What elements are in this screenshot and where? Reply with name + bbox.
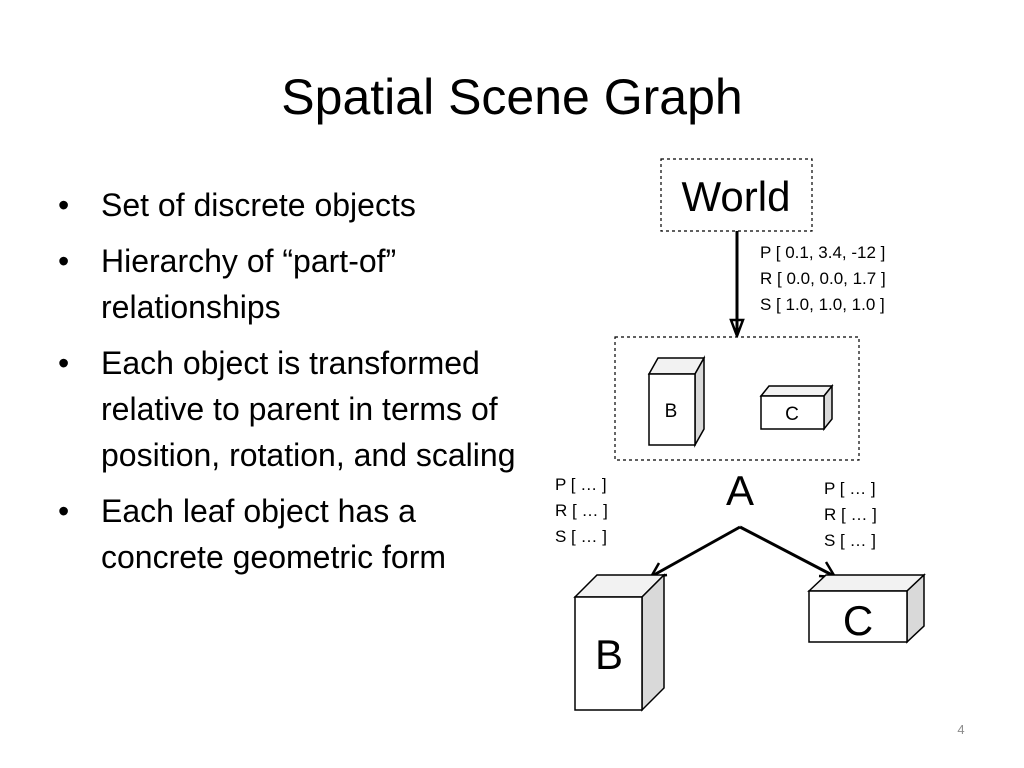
c-transform-position: P [ … ] [824,479,876,498]
inner-b-label: B [665,401,678,422]
bullet-list: Set of discrete objects Hierarchy of “pa… [58,182,538,590]
inner-c-cube: C [759,383,834,432]
world-to-a-arrowhead [729,318,745,340]
world-transform-rotation: R [ 0.0, 0.0, 1.7 ] [760,269,886,288]
world-transform-scale: S [ 1.0, 1.0, 1.0 ] [760,295,885,314]
world-transform-position: P [ 0.1, 3.4, -12 ] [760,243,885,262]
node-c-cube: C [807,573,926,644]
page-number: 4 [957,722,965,737]
c-transform-scale: S [ … ] [824,531,876,550]
bullet-item: Each object is transformed relative to p… [58,340,538,478]
a-to-b-arrow [651,525,741,578]
world-node-box [660,158,813,232]
inner-b-cube: B [647,355,706,448]
node-a-label: A [726,467,754,514]
b-transform-rotation: R [ … ] [555,501,608,520]
node-b-cube: B [573,573,666,712]
c-transform: P [ … ] R [ … ] S [ … ] [824,479,877,550]
world-node-label: World [682,173,791,220]
c-transform-rotation: R [ … ] [824,505,877,524]
node-b-label: B [595,631,623,678]
bullet-item: Each leaf object has a concrete geometri… [58,488,538,580]
bullet-item: Set of discrete objects [58,182,538,228]
world-transform: P [ 0.1, 3.4, -12 ] R [ 0.0, 0.0, 1.7 ] … [760,243,886,314]
b-transform-scale: S [ … ] [555,527,607,546]
b-transform-position: P [ … ] [555,475,607,494]
inner-c-label: C [785,404,799,425]
b-transform: P [ … ] R [ … ] S [ … ] [555,475,608,546]
a-to-c-arrow [739,525,835,578]
bullet-item: Hierarchy of “part-of” relationships [58,238,538,330]
slide-title: Spatial Scene Graph [281,69,743,125]
node-c-label: C [843,597,873,644]
